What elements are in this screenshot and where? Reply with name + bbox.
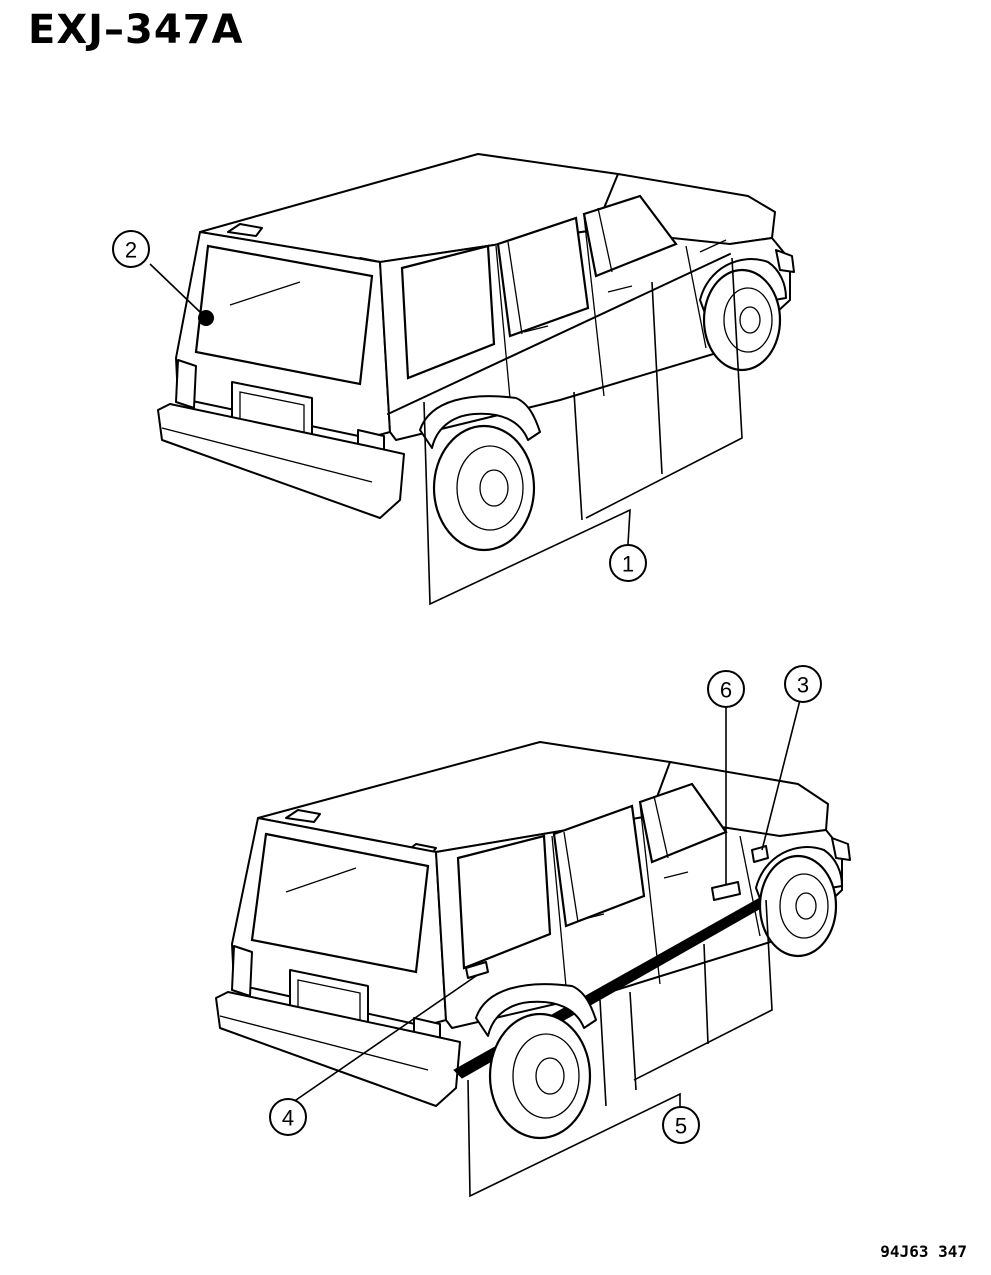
- callout-5: 5: [662, 1106, 700, 1144]
- figure-code: 94J63 347: [880, 1242, 967, 1261]
- svg-text:5: 5: [675, 1114, 687, 1139]
- svg-text:2: 2: [125, 238, 137, 263]
- svg-text:4: 4: [282, 1106, 294, 1131]
- diagram-title: EXJ–347A: [28, 7, 244, 53]
- decal-2-marker: [198, 310, 214, 326]
- callout-6: 6: [707, 670, 745, 708]
- callout-1: 1: [609, 544, 647, 582]
- vehicle-top-view: [149, 153, 795, 606]
- callout-3: 3: [784, 665, 822, 703]
- svg-text:1: 1: [622, 552, 634, 577]
- callout-2: 2: [112, 230, 150, 268]
- svg-text:3: 3: [797, 673, 809, 698]
- decal-3: [751, 845, 769, 863]
- vehicle-bottom-view: [215, 699, 851, 1198]
- decal-6: [711, 881, 741, 901]
- svg-text:6: 6: [720, 678, 732, 703]
- decal-4: [465, 961, 489, 979]
- callout-4: 4: [269, 1098, 307, 1136]
